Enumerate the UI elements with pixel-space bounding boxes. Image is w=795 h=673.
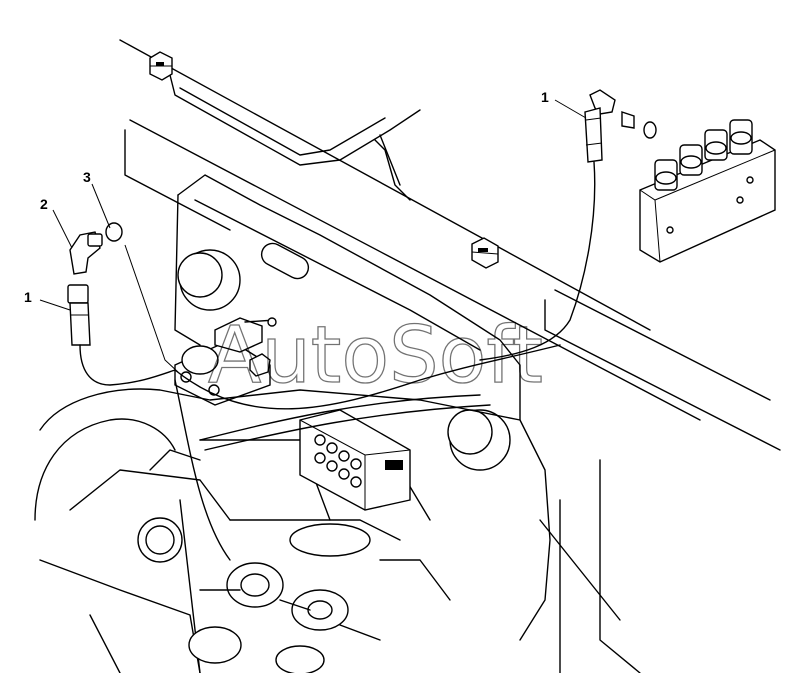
o-ring: [105, 222, 123, 242]
callout-1-left: 1: [24, 289, 32, 305]
valve-block: [639, 119, 776, 263]
mounting-plate: [174, 174, 521, 471]
callout-1-right: 1: [541, 89, 549, 105]
left-parts: [67, 222, 176, 386]
hose-end-fitting: [67, 284, 89, 304]
connector-block: [299, 409, 411, 511]
right-fitting-assembly: [479, 89, 657, 361]
clamp-block-mid: [471, 237, 499, 269]
clamp-block-top: [149, 51, 173, 81]
leader-lines: [39, 99, 587, 373]
chassis-frame: [119, 39, 781, 673]
watermark: AutoSoft: [208, 311, 543, 401]
pipe-runs: [174, 344, 561, 561]
callout-2: 2: [40, 196, 48, 212]
callout-3: 3: [83, 169, 91, 185]
